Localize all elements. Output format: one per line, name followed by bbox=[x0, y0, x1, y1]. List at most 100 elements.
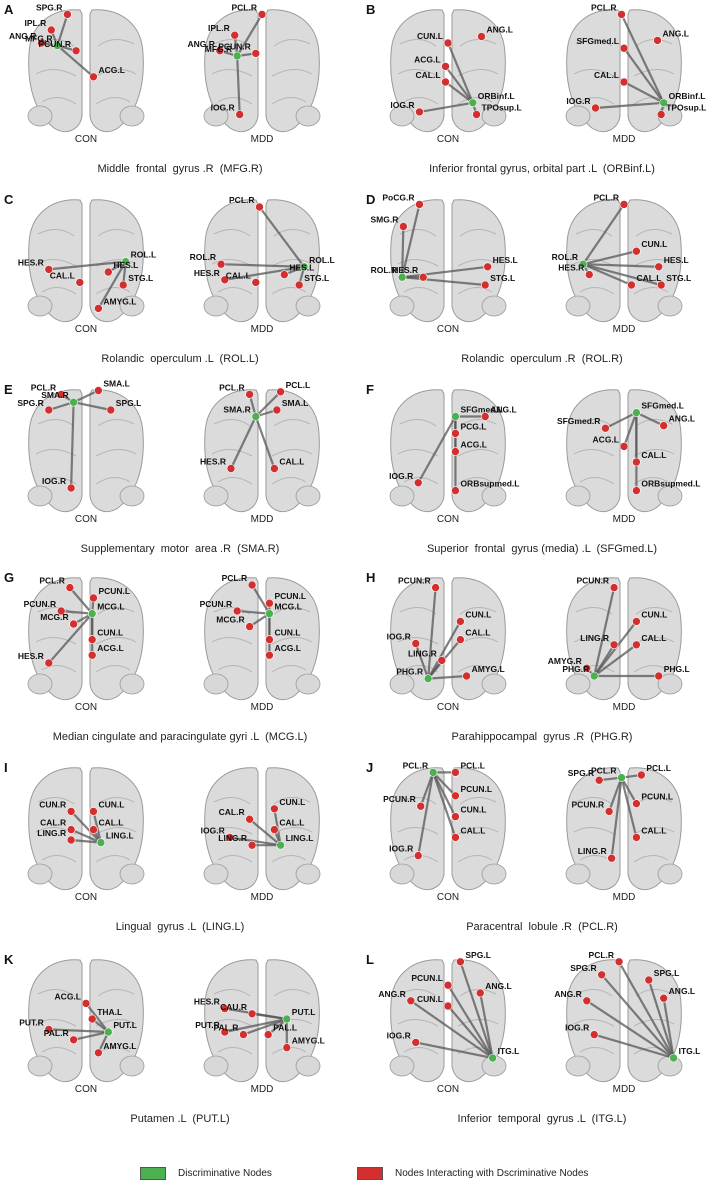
discriminative-node bbox=[282, 1014, 292, 1024]
cerebellum-right bbox=[295, 105, 321, 127]
cerebellum-left bbox=[27, 673, 53, 695]
connection-edge bbox=[72, 389, 100, 404]
node-label: CUN.L bbox=[641, 239, 667, 249]
right-hemisphere bbox=[265, 389, 320, 512]
node-label: CUN.L bbox=[465, 609, 491, 619]
panel-caption: Median cingulate and paracingulate gyri … bbox=[53, 731, 308, 743]
interacting-node bbox=[411, 1038, 421, 1047]
cerebellum-left bbox=[27, 485, 53, 507]
connection-edge bbox=[610, 776, 623, 860]
cerebellum-left bbox=[203, 673, 229, 695]
right-hemisphere bbox=[265, 577, 320, 700]
node-label: LING.L bbox=[286, 833, 314, 843]
sulcus bbox=[35, 69, 77, 77]
sulcus bbox=[459, 797, 497, 805]
sulcus bbox=[459, 419, 497, 427]
panel-caption: Supplementary motor area .R (SMA.R) bbox=[81, 543, 280, 555]
discriminative-node bbox=[397, 272, 407, 282]
node-label: ANG.R bbox=[378, 989, 405, 999]
group-label: MDD bbox=[251, 892, 274, 903]
legend-swatch-green bbox=[140, 1167, 166, 1180]
sulcus bbox=[41, 477, 77, 485]
sulcus bbox=[95, 855, 131, 863]
connection-edge bbox=[608, 776, 623, 813]
right-hemisphere bbox=[89, 577, 144, 700]
node-label: PCL.L bbox=[286, 380, 311, 390]
cerebellum-left bbox=[27, 105, 53, 127]
interacting-node bbox=[614, 957, 624, 967]
node-label: MCG.L bbox=[97, 602, 124, 612]
connection-edge bbox=[401, 203, 421, 279]
connection-edge bbox=[581, 250, 638, 266]
left-hemisphere bbox=[566, 767, 621, 890]
interacting-node bbox=[632, 617, 641, 626]
node-label: ACG.L bbox=[274, 643, 300, 653]
sulcus bbox=[573, 1019, 615, 1027]
node-label: ROL.R bbox=[190, 252, 216, 262]
discriminative-node bbox=[578, 259, 588, 269]
node-label: PCUN.R bbox=[572, 799, 605, 809]
interacting-node bbox=[37, 38, 46, 48]
cerebellum-right bbox=[295, 1055, 321, 1077]
cerebellum-right bbox=[481, 295, 507, 317]
connection-edge bbox=[622, 47, 665, 104]
interacting-node bbox=[216, 259, 226, 269]
node-label: HES.L bbox=[664, 255, 689, 265]
node-label: ROL.R bbox=[371, 265, 397, 275]
node-label: MCG.L bbox=[274, 602, 301, 612]
connection-edge bbox=[250, 1012, 288, 1021]
sulcus bbox=[95, 477, 131, 485]
interacting-node bbox=[627, 280, 636, 290]
node-label: CAL.L bbox=[460, 825, 485, 835]
interacting-node bbox=[656, 280, 666, 290]
connection-edge bbox=[620, 13, 665, 104]
interacting-node bbox=[601, 423, 610, 433]
node-label: IOG.R bbox=[565, 1023, 589, 1033]
sulcus bbox=[37, 419, 75, 427]
sulcus bbox=[271, 855, 307, 863]
interacting-node bbox=[656, 110, 666, 119]
node-label: HES.R bbox=[392, 265, 418, 275]
sulcus bbox=[95, 69, 137, 77]
group-label: MDD bbox=[613, 514, 636, 525]
node-label: CUN.L bbox=[417, 31, 443, 41]
interacting-node bbox=[589, 1030, 599, 1039]
interacting-node bbox=[294, 280, 304, 290]
node-label: IOG.R bbox=[566, 96, 590, 106]
panel-caption: Middle frontal gyrus .R (MFG.R) bbox=[97, 163, 262, 175]
left-hemisphere bbox=[390, 767, 445, 890]
node-label: SPG.R bbox=[568, 768, 594, 778]
sulcus bbox=[95, 665, 131, 673]
left-hemisphere bbox=[390, 577, 445, 700]
connection-edge bbox=[427, 586, 437, 680]
node-label: PCUN.L bbox=[274, 591, 306, 601]
node-label: MFG.R bbox=[25, 34, 52, 44]
node-label: PCL.R bbox=[589, 950, 615, 960]
sulcus bbox=[271, 1019, 313, 1027]
node-label: ACG.L bbox=[460, 440, 486, 450]
sulcus bbox=[211, 1019, 253, 1027]
interacting-node bbox=[617, 10, 626, 19]
connection-edge bbox=[47, 401, 75, 412]
cerebellum-left bbox=[203, 1055, 229, 1077]
panel-letter: G bbox=[4, 570, 14, 585]
discriminative-node bbox=[617, 773, 626, 782]
interacting-node bbox=[437, 656, 447, 665]
cerebellum-right bbox=[481, 673, 507, 695]
node-label: PUT.L bbox=[292, 1007, 316, 1017]
connection-edge bbox=[97, 260, 127, 310]
interacting-node bbox=[431, 583, 440, 592]
panel-letter: F bbox=[366, 382, 374, 397]
sulcus bbox=[575, 39, 613, 47]
sulcus bbox=[95, 97, 131, 105]
right-hemisphere bbox=[451, 577, 506, 700]
node-label: PCUN.R bbox=[398, 576, 431, 586]
node-label: STG.L bbox=[128, 273, 153, 283]
discriminative-node bbox=[451, 412, 460, 421]
interacting-node bbox=[89, 593, 98, 603]
node-label: PCUN.L bbox=[411, 973, 443, 983]
